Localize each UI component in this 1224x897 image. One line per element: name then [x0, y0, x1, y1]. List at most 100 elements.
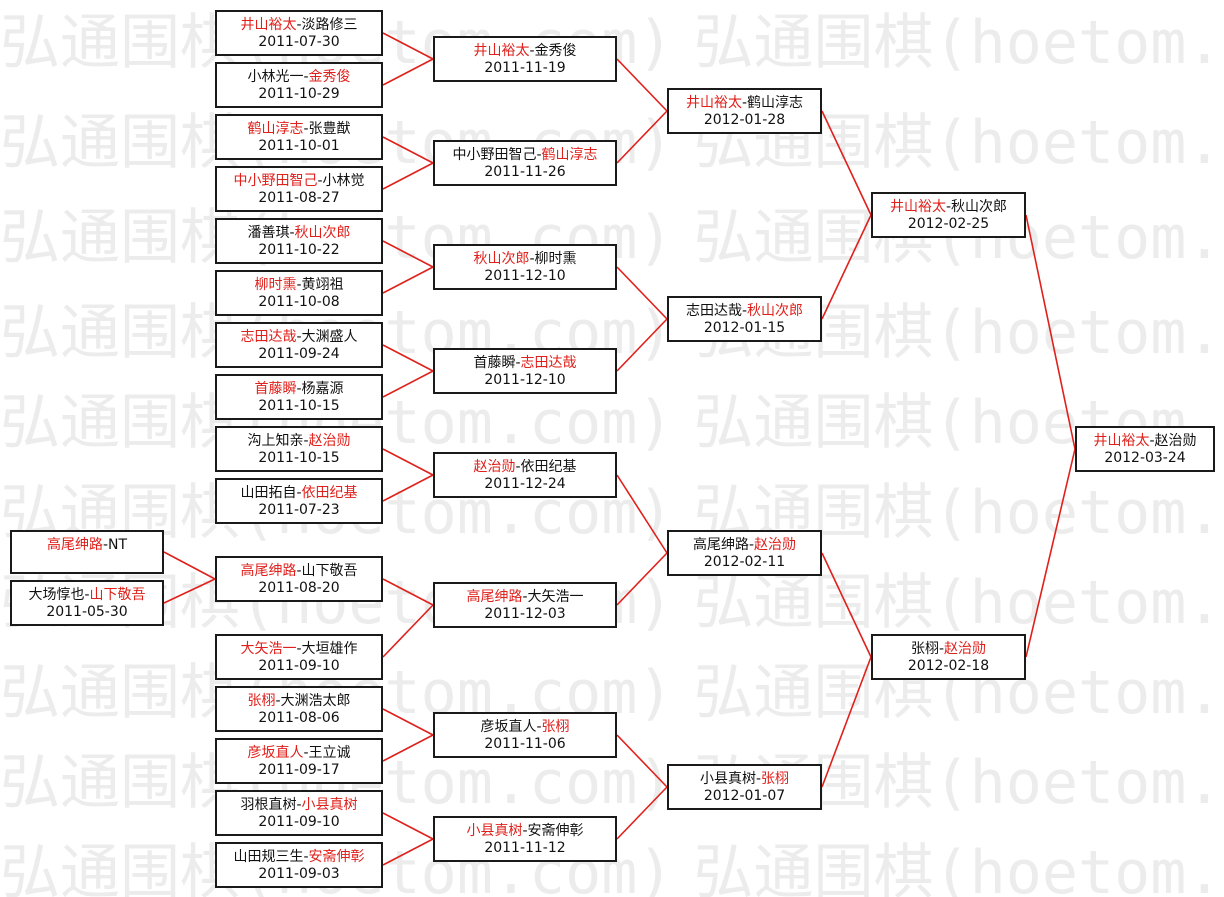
- match-date: 2011-12-24: [484, 476, 566, 492]
- player-1: 柳时熏: [254, 277, 297, 293]
- match-players: 柳时熏-黄翊祖: [217, 272, 381, 294]
- connector-line: [163, 578, 216, 604]
- player-separator: -: [275, 693, 281, 709]
- match-players: 彦坂直人-张栩: [435, 714, 615, 736]
- connector-line: [616, 786, 668, 840]
- match-players: 高尾绅路-赵治勋: [669, 532, 820, 554]
- player-1: 羽根直树: [240, 797, 297, 813]
- player-2: NT: [108, 537, 128, 553]
- player-2: 赵治勋: [308, 433, 351, 449]
- match-date: 2011-09-03: [258, 866, 340, 882]
- match-players: 沟上知亲-赵治勋: [217, 428, 381, 450]
- player-2: 安斋伸彰: [527, 823, 584, 839]
- connector-line: [821, 656, 872, 788]
- connector-line: [382, 240, 434, 268]
- player-separator: -: [303, 745, 309, 761]
- player-separator: -: [296, 329, 302, 345]
- match-players: 井山裕太-赵治勋: [1077, 428, 1213, 450]
- player-separator: -: [296, 485, 302, 501]
- player-2: 鹤山淳志: [541, 147, 598, 163]
- player-2: 依田纪基: [520, 459, 577, 475]
- player-separator: -: [515, 459, 521, 475]
- match-date: 2012-01-15: [703, 320, 786, 336]
- player-2: 张栩: [541, 719, 570, 735]
- player-2: 鹤山淳志: [747, 95, 804, 111]
- connector-line: [821, 552, 872, 658]
- match-players: 志田达哉-秋山次郎: [669, 298, 820, 320]
- player-separator: -: [289, 225, 295, 241]
- match-date: 2011-11-12: [484, 840, 566, 856]
- match-players: 大场惇也-山下敬吾: [12, 582, 162, 604]
- player-1: 彦坂直人: [247, 745, 304, 761]
- player-1: 首藤瞬: [254, 381, 297, 397]
- connector-line: [382, 838, 434, 866]
- player-separator: -: [296, 797, 302, 813]
- connector-line: [382, 344, 434, 372]
- match-date: 2011-11-06: [484, 736, 566, 752]
- connector-line: [382, 812, 434, 840]
- player-1: 井山裕太: [473, 43, 530, 59]
- player-separator: -: [296, 381, 302, 397]
- player-2: 赵治勋: [944, 641, 987, 657]
- player-separator: -: [529, 43, 535, 59]
- player-1: 井山裕太: [685, 95, 742, 111]
- player-2: 金秀俊: [534, 43, 577, 59]
- player-2: 杨嘉源: [301, 381, 344, 397]
- player-separator: -: [522, 589, 528, 605]
- match-date: 2012-03-24: [1104, 450, 1186, 466]
- match-players: 高尾绅路-NT: [12, 532, 162, 554]
- match-box-q-1: 高尾绅路-NT: [10, 530, 164, 574]
- player-1: 中小野田智己: [233, 173, 318, 189]
- player-1: 大场惇也: [28, 587, 85, 603]
- match-players: 赵治勋-依田纪基: [435, 454, 615, 476]
- player-2: 山下敬吾: [301, 563, 358, 579]
- connector-line: [382, 604, 434, 658]
- player-1: 高尾绅路: [466, 589, 523, 605]
- player-separator: -: [945, 199, 952, 215]
- connector-line: [382, 578, 434, 606]
- match-date: 2011-10-15: [258, 398, 340, 414]
- match-players: 羽根直树-小县真树: [217, 792, 381, 814]
- match-date: 2011-07-23: [258, 502, 340, 518]
- player-separator: -: [102, 537, 109, 553]
- match-players: 鹤山淳志-张豊猷: [217, 116, 381, 138]
- player-separator: -: [296, 563, 302, 579]
- match-date: 2011-11-19: [484, 60, 566, 76]
- player-separator: -: [515, 355, 521, 371]
- player-1: 小县真树: [466, 823, 523, 839]
- connector-line: [616, 266, 668, 320]
- player-1: 高尾绅路: [240, 563, 297, 579]
- match-players: 井山裕太-淡路修三: [217, 12, 381, 34]
- player-2: 淡路修三: [301, 17, 358, 33]
- player-1: 高尾绅路: [46, 537, 103, 553]
- player-separator: -: [303, 121, 309, 137]
- match-players: 首藤瞬-杨嘉源: [217, 376, 381, 398]
- player-2: 秋山次郎: [747, 303, 804, 319]
- match-players: 小县真树-张栩: [669, 766, 820, 788]
- player-2: 秋山次郎: [951, 199, 1008, 215]
- player-1: 沟上知亲: [247, 433, 304, 449]
- player-separator: -: [938, 641, 945, 657]
- player-separator: -: [296, 277, 302, 293]
- connector-line: [821, 110, 872, 216]
- player-1: 井山裕太: [889, 199, 946, 215]
- player-2: 大渊浩太郎: [280, 693, 351, 709]
- player-separator: -: [317, 173, 323, 189]
- player-2: 王立诚: [308, 745, 351, 761]
